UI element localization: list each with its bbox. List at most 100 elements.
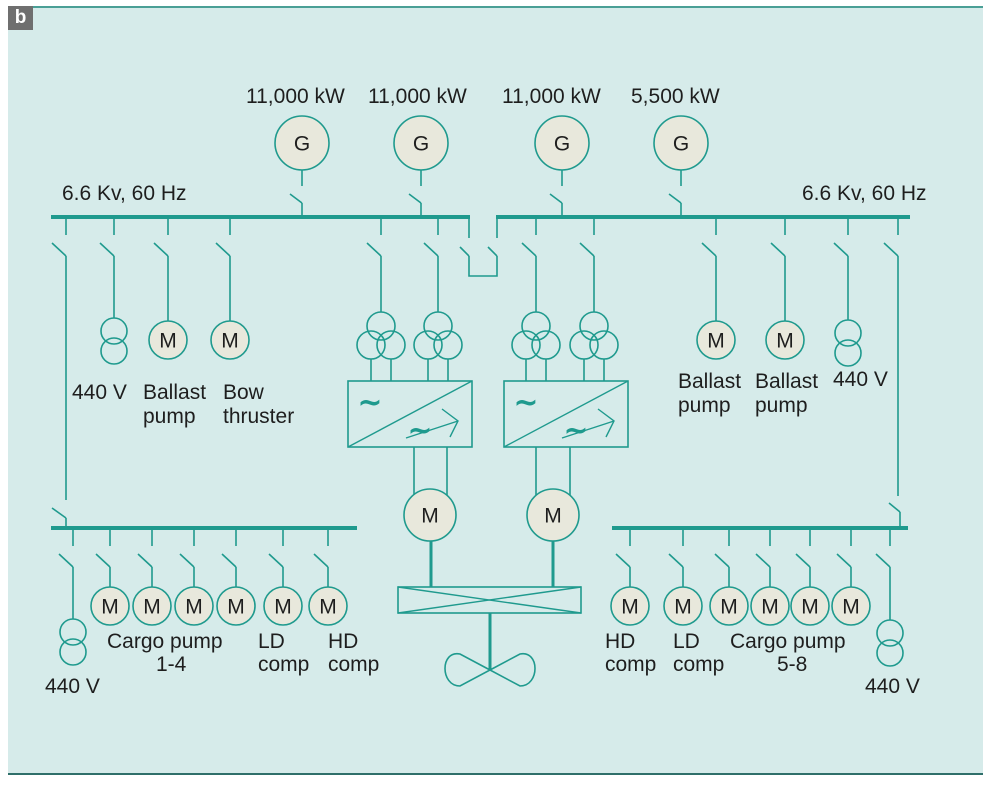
right-ld-comp-label-2: comp <box>673 653 724 676</box>
left-hd-comp-label-2: comp <box>328 653 379 676</box>
propeller-blade-left <box>444 653 492 687</box>
lower-right-motor-2-feeder-blade <box>668 553 684 568</box>
bow-thruster-motor-circle <box>210 320 250 360</box>
propulsion-transformer-1 <box>356 311 406 360</box>
upper-left-transformer-primary <box>100 317 128 345</box>
frequency-converter-right-diagonal <box>503 380 629 448</box>
left-bus-feeder-blade <box>51 242 67 257</box>
propulsion-transformer-3-secondary-b <box>531 330 561 360</box>
generator-4-breaker-blade <box>668 193 682 204</box>
lower-right-motor-2-circle <box>663 586 703 626</box>
frequency-converter-left-box <box>347 380 473 448</box>
panel-label-badge: b <box>8 6 33 30</box>
generator-3-breaker-blade <box>549 193 563 204</box>
upper-right-transformer-secondary <box>834 339 862 367</box>
lower-left-motor-2-feeder-blade <box>137 553 153 568</box>
lower-left-motor-3-circle <box>174 586 214 626</box>
cargo-pump-5-8-label-2: 5-8 <box>777 653 807 676</box>
left-lower-bus-breaker-blade <box>51 507 67 519</box>
upper-right-transformer-feeder-blade <box>833 242 849 257</box>
generator-2-breaker-blade <box>408 193 422 204</box>
lower-right-motor-1: M <box>610 586 650 626</box>
bow-thruster-motor: M <box>210 320 250 360</box>
propulsion-transformer-1-secondary-b <box>376 330 406 360</box>
lower-right-transformer-label: 440 V <box>865 675 920 698</box>
frequency-converter-left-ac-input-symbol: ~ <box>357 386 382 421</box>
cargo-pump-1-4-label-2: 1-4 <box>156 653 187 676</box>
lower-right-motor-3: M <box>709 586 749 626</box>
lower-left-transformer-feeder-blade <box>58 553 74 568</box>
frequency-converter-right-arrow-shaft <box>561 420 615 439</box>
lower-right-motor-3-circle <box>709 586 749 626</box>
frequency-converter-right-box <box>503 380 629 448</box>
right-bus-feeder-blade <box>883 242 899 257</box>
upper-right-transformer-primary <box>834 319 862 347</box>
generator-4-circle <box>653 115 709 171</box>
upper-right-ballast-pump-2-feeder-blade <box>770 242 786 257</box>
upper-right-ballast-pump-1-motor-symbol: M <box>707 330 725 353</box>
right-bus-label: 6.6 Kv, 60 Hz <box>802 182 927 205</box>
lower-right-motor-2: M <box>663 586 703 626</box>
propulsion-transformer-3 <box>511 311 561 360</box>
lower-right-motor-5-circle <box>790 586 830 626</box>
propulsion-motor-left-symbol: M <box>421 505 439 528</box>
lower-left-motor-6-symbol: M <box>319 596 337 619</box>
upper-right-ballast-pump-2-motor: M <box>765 320 805 360</box>
upper-right-ballast-pump-2-motor-circle <box>765 320 805 360</box>
lower-right-motor-1-symbol: M <box>621 596 639 619</box>
lower-left-motor-2-circle <box>132 586 172 626</box>
upper-left-ballast-pump-label-2: pump <box>143 405 196 428</box>
upper-right-ballast-pump-2-label-1: Ballast <box>755 370 818 393</box>
lower-right-motor-3-feeder-blade <box>714 553 730 568</box>
generator-4: G <box>653 115 709 171</box>
propulsion-motor-right-circle <box>526 488 580 542</box>
generator-3-rating: 11,000 kW <box>502 85 601 108</box>
generator-2: G <box>393 115 449 171</box>
left-ld-comp-label-1: LD <box>258 630 285 653</box>
generator-2-rating: 11,000 kW <box>368 85 467 108</box>
bow-thruster-feeder-blade <box>215 242 231 257</box>
right-ld-comp-label-1: LD <box>673 630 700 653</box>
upper-left-ballast-pump-motor: M <box>148 320 188 360</box>
propulsion-transformer-1-secondary-a <box>356 330 386 360</box>
propulsion-transformer-3-primary <box>521 311 551 341</box>
bus-tie-left-blade <box>459 246 470 257</box>
lower-left-motor-1-feeder-blade <box>95 553 111 568</box>
lower-left-motor-3: M <box>174 586 214 626</box>
propeller-icon <box>444 653 536 687</box>
diagram-panel <box>8 6 983 775</box>
generator-1-circle <box>274 115 330 171</box>
lower-left-motor-3-symbol: M <box>185 596 203 619</box>
frequency-converter-left-arrow-shaft <box>405 420 459 439</box>
propulsion-transformer-2-secondary-b <box>433 330 463 360</box>
upper-left-transformer-label: 440 V <box>72 381 127 404</box>
generator-1-breaker-blade <box>289 193 303 204</box>
lower-left-motor-6: M <box>308 586 348 626</box>
propulsion-transformer-4 <box>569 311 619 360</box>
upper-left-ballast-pump-motor-circle <box>148 320 188 360</box>
propulsion-transformer-4-secondary-b <box>589 330 619 360</box>
upper-left-transformer-feeder-blade <box>99 242 115 257</box>
propulsion-transformer-2-primary <box>423 311 453 341</box>
wiring <box>51 170 910 670</box>
lower-right-motor-6-feeder-blade <box>836 553 852 568</box>
lower-left-motor-5-feeder-blade <box>268 553 284 568</box>
lower-right-motor-3-symbol: M <box>720 596 738 619</box>
lower-left-motor-5: M <box>263 586 303 626</box>
lower-right-motor-6-circle <box>831 586 871 626</box>
generator-3-symbol: G <box>554 133 570 156</box>
lower-right-motor-1-feeder-blade <box>615 553 631 568</box>
lower-left-motor-2-symbol: M <box>143 596 161 619</box>
lower-right-motor-5-symbol: M <box>801 596 819 619</box>
cargo-pump-5-8-label-1: Cargo pump <box>730 630 846 653</box>
propulsion-transformer-4-secondary-a <box>569 330 599 360</box>
cargo-pump-1-4-label-1: Cargo pump <box>107 630 223 653</box>
generator-1: G <box>274 115 330 171</box>
generator-2-symbol: G <box>413 133 429 156</box>
right-hd-comp-label-2: comp <box>605 653 656 676</box>
propeller-blade-right <box>488 653 536 687</box>
upper-right-transformer <box>834 319 862 367</box>
lower-left-motor-5-symbol: M <box>274 596 292 619</box>
